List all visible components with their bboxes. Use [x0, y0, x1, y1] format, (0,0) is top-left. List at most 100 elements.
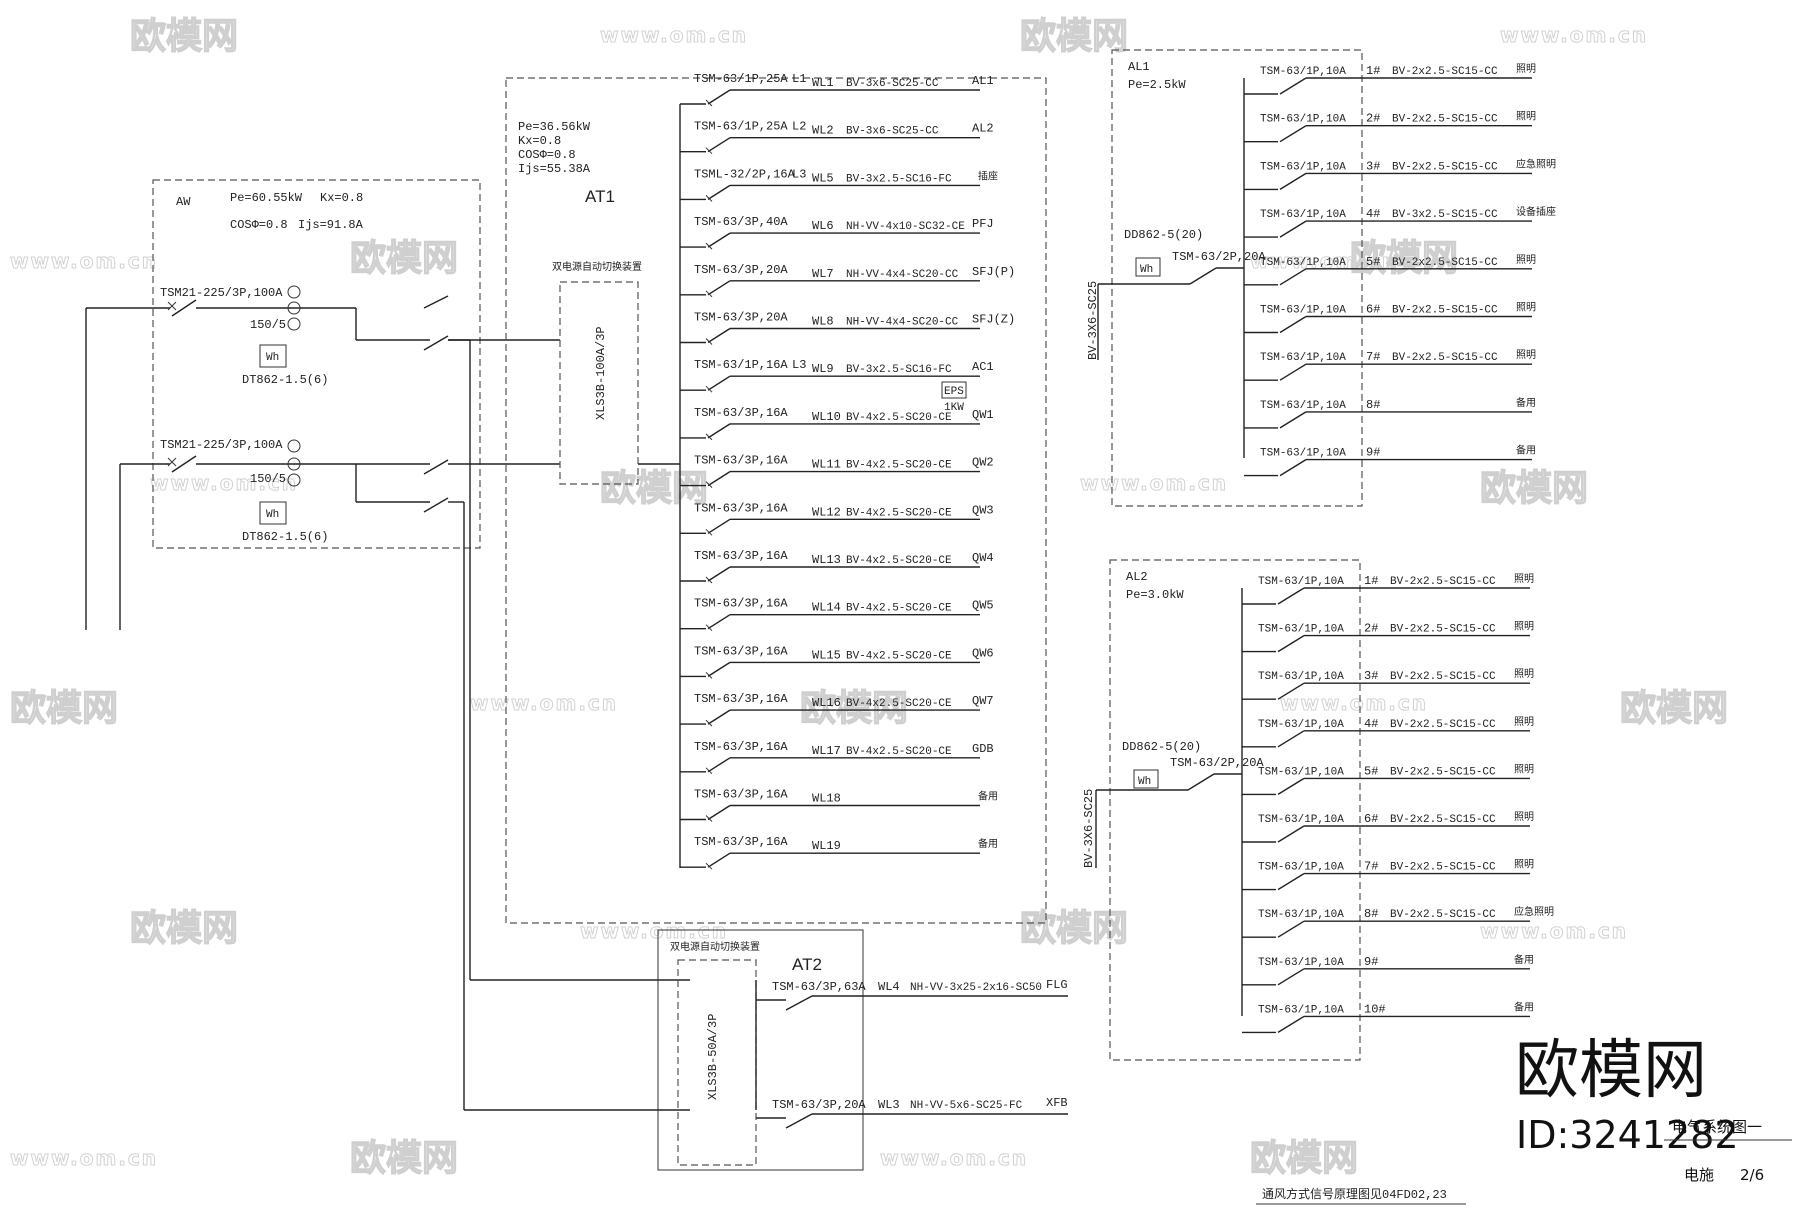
- breaker-switch-icon: [707, 757, 731, 773]
- aw-ct-2: 150/5: [250, 472, 286, 486]
- at2-boundary: [657, 929, 864, 1171]
- breaker-switch-icon: [1277, 635, 1305, 653]
- at1-cos: COSΦ=0.8: [518, 148, 576, 162]
- breaker-switch-icon: [707, 661, 731, 677]
- at1-load: AL2: [972, 122, 994, 136]
- at2-cable: NH-VV-5x6-SC25-FC: [910, 1100, 1023, 1112]
- ct-2-icon: [287, 439, 301, 453]
- at1-wl: WL7: [812, 267, 834, 281]
- at1-pe: Pe=36.56kW: [518, 120, 591, 134]
- at1-boundary: [505, 77, 1047, 924]
- watermark-brand: 欧模网: [1020, 16, 1128, 57]
- branch-use: 应急照明: [1516, 157, 1556, 170]
- watermark-brand: 欧模网: [350, 1138, 458, 1179]
- at2-panel: 双电源自动切换装置 AT2 XLS3B-50A/3P TSM-63/3P,63A…: [657, 929, 1068, 1171]
- at1-cable: NH-VV-4x4-SC20-CC: [846, 269, 959, 281]
- at1-kx: Kx=0.8: [518, 134, 561, 148]
- at1-wl: WL2: [812, 124, 834, 138]
- branch-cable: BV-2x2.5-SC15-CC: [1392, 66, 1498, 78]
- eps-power: 1KW: [944, 402, 964, 414]
- branch-number: 4#: [1364, 717, 1378, 731]
- breaker-switch-icon: [1277, 777, 1305, 795]
- branch-use: 备用: [1514, 1000, 1534, 1013]
- branch-use: 照明: [1514, 763, 1534, 775]
- watermark-brand: 欧模网: [130, 16, 238, 57]
- branch-breaker: TSM-63/1P,10A: [1258, 576, 1344, 588]
- branch-number: 2#: [1364, 622, 1378, 636]
- breaker-switch-icon: [1279, 125, 1307, 143]
- at1-load: AL1: [972, 74, 994, 88]
- branch-number: 2#: [1366, 112, 1380, 126]
- branch-cable: BV-2x2.5-SC15-CC: [1390, 862, 1496, 874]
- branch-number: 5#: [1366, 255, 1380, 269]
- branch-breaker: TSM-63/1P,10A: [1258, 671, 1344, 683]
- breaker-switch-icon: [1279, 77, 1307, 95]
- branch-breaker: TSM-63/1P,10A: [1260, 114, 1346, 126]
- branch-breaker: TSM-63/1P,10A: [1258, 766, 1344, 778]
- al2-main-breaker: TSM-63/2P,20A: [1170, 756, 1264, 770]
- at1-wl: WL10: [812, 410, 841, 424]
- breaker-switch-icon: [1279, 268, 1307, 286]
- breaker-switch-icon: [1277, 920, 1305, 938]
- branch-use: 照明: [1514, 811, 1534, 823]
- breaker-switch-icon: [1277, 682, 1305, 700]
- breaker-switch-icon: [707, 423, 731, 439]
- watermark-brand: 欧模网: [1480, 468, 1588, 509]
- branch-breaker: TSM-63/1P,10A: [1260, 257, 1346, 269]
- aw-name: AW: [176, 195, 191, 209]
- at1-breaker: TSM-63/3P,16A: [694, 644, 788, 658]
- at1-wl: WL14: [812, 601, 841, 615]
- watermark-url: www.om.cn: [1280, 691, 1428, 715]
- al2-meter: DD862-5(20): [1122, 740, 1201, 754]
- breaker-switch-icon: [707, 375, 731, 391]
- branch-breaker: TSM-63/1P,10A: [1258, 957, 1344, 969]
- aw-meter-1: DT862-1.5(6): [242, 373, 328, 387]
- at1-cable: BV-3x2.5-SC16-FC: [846, 173, 952, 185]
- branch-number: 8#: [1366, 398, 1380, 412]
- watermark-brand: 欧模网: [800, 688, 908, 729]
- al1-boundary: [1111, 49, 1363, 507]
- at1-wl: WL19: [812, 839, 841, 853]
- watermark-brand: 欧模网: [350, 238, 458, 279]
- at1-cable: BV-4x2.5-SC20-CE: [846, 746, 952, 758]
- at1-wl: WL18: [812, 792, 841, 806]
- al1-panel: AL1 Pe=2.5kW DD862-5(20) Wh TSM-63/2P,20…: [1086, 49, 1556, 507]
- branch-number: 7#: [1366, 350, 1380, 364]
- branch-breaker: TSM-63/1P,10A: [1260, 305, 1346, 317]
- branch-use: 应急照明: [1514, 905, 1554, 918]
- branch-breaker: TSM-63/1P,10A: [1260, 161, 1346, 173]
- at1-phase: L3: [792, 358, 806, 372]
- branch-breaker: TSM-63/1P,10A: [1260, 400, 1346, 412]
- branch-cable: BV-2x2.5-SC15-CC: [1392, 352, 1498, 364]
- at1-name: AT1: [585, 187, 615, 206]
- at1-load: SFJ(P): [972, 265, 1015, 279]
- at1-load: QW2: [972, 456, 994, 470]
- branch-use: 照明: [1516, 63, 1536, 75]
- branch-use: 照明: [1516, 349, 1536, 361]
- at1-breaker: TSM-63/3P,20A: [694, 263, 788, 277]
- watermark-brand: 欧模网: [10, 688, 118, 729]
- watermark-brand: 欧模网: [600, 468, 708, 509]
- watermark-url: www.om.cn: [470, 691, 618, 715]
- brand-logo-text: 欧模网: [1515, 1034, 1707, 1108]
- at1-breaker: TSM-63/1P,16A: [694, 358, 788, 372]
- branch-breaker: TSM-63/1P,10A: [1258, 1004, 1344, 1016]
- watermark-url: www.om.cn: [10, 249, 158, 273]
- at1-load: 备用: [978, 837, 998, 850]
- at1-breaker: TSM-63/1P,25A: [694, 120, 788, 134]
- at2-cable: NH-VV-3x25-2x16-SC50: [910, 982, 1042, 994]
- al2-feed-cable: BV-3X6-SC25: [1082, 789, 1096, 868]
